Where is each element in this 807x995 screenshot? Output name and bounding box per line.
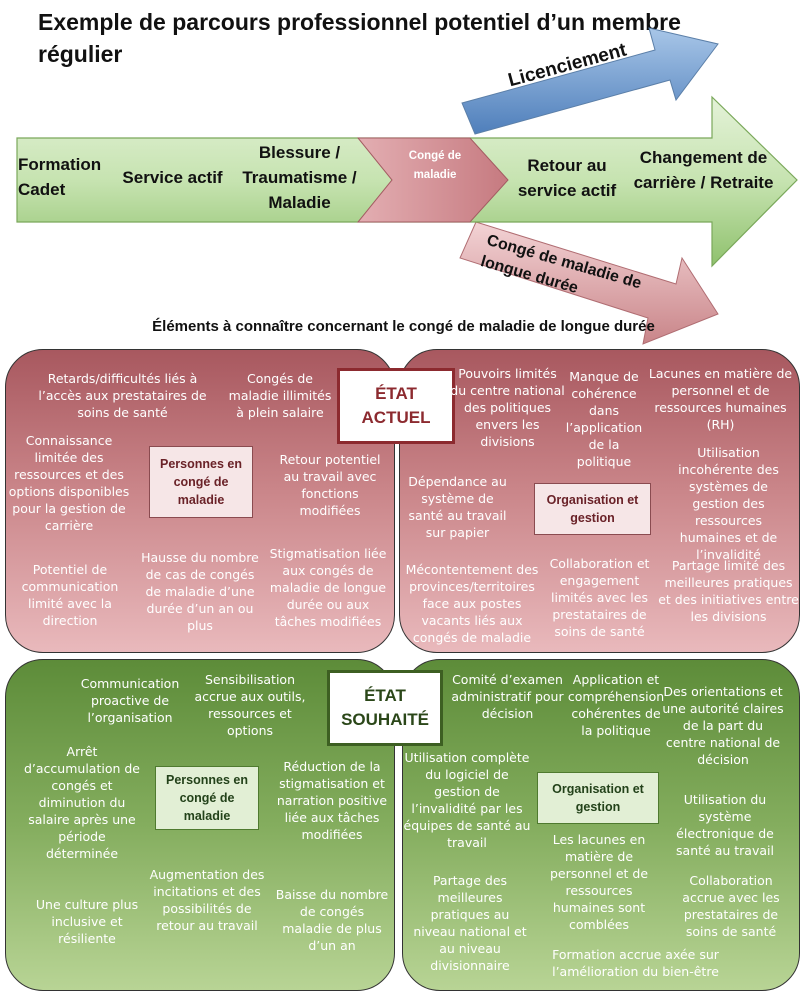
note-desired-p-6: Augmentation des incitations et des poss… — [149, 867, 265, 933]
note-desired-o-9: Formation accrue axée sur l’amélioration… — [552, 947, 719, 979]
sick-leave-chevron — [356, 137, 509, 223]
note-desired-o-5: Utilisation du système électronique de s… — [676, 792, 774, 858]
desired-org-panel — [402, 659, 800, 991]
note-current-o-1: Pouvoirs limités du centre national des … — [450, 366, 565, 449]
note-desired-o-6: Les lacunes en matière de personnel et d… — [549, 832, 649, 932]
note-current-p-3: Connaissance limitée des ressources et d… — [8, 433, 130, 533]
note-current-o-4: Utilisation incohérente des systèmes de … — [678, 445, 779, 562]
note-desired-o-7: Collaboration accrue avec les prestatair… — [682, 873, 780, 939]
note-current-o-2: Manque de cohérence dans l’application d… — [565, 369, 643, 469]
dismissal-arrow — [461, 27, 719, 135]
current-state-label: ÉTAT ACTUEL — [337, 368, 455, 444]
note-current-p-6: Hausse du nombre de cas de congés de mal… — [141, 550, 259, 633]
section-subtitle: Éléments à connaître concernant le congé… — [152, 318, 655, 335]
page-title: Exemple de parcours professionnel potent… — [38, 9, 681, 67]
note-current-o-3: Lacunes en matière de personnel et de re… — [648, 366, 793, 432]
career-path-diagram — [16, 27, 798, 345]
long-leave-arrow — [459, 221, 719, 345]
step-service: Service actif — [122, 168, 223, 187]
note-current-p-2: Congés de maladie illimités à plein sala… — [228, 371, 332, 420]
note-desired-o-3: Des orientations et une autorité claires… — [662, 684, 784, 767]
note-current-p-7: Stigmatisation liée aux congés de maladi… — [269, 546, 387, 629]
note-desired-p-2: Sensibilisation accrue aux outils, resso… — [194, 672, 306, 738]
desired-state-label: ÉTAT SOUHAITÉ — [327, 670, 443, 746]
note-current-o-8: Partage limité des meilleures pratiques … — [658, 558, 799, 624]
step-return: Retour au service actif — [517, 156, 617, 200]
note-current-o-6: Mécontentement des provinces/territoires… — [405, 562, 539, 645]
note-desired-p-7: Baisse du nombre de congés maladie de pl… — [275, 887, 389, 953]
desired-persons-box: Personnes en congé de maladie — [155, 766, 259, 830]
step-career-change: Changement de carrière / Retraite — [633, 148, 774, 192]
step-injury: Blessure / Traumatisme / Maladie — [242, 143, 357, 212]
note-current-p-1: Retards/difficultés liés à l’accès aux p… — [38, 371, 207, 420]
note-desired-p-1: Communication proactive de l’organisatio… — [80, 676, 180, 725]
note-desired-p-4: Réduction de la stigmatisation et narrat… — [276, 759, 388, 842]
note-desired-o-1: Comité d’examen administratif pour décis… — [451, 672, 564, 721]
note-current-o-5: Dépendance au système de santé au travai… — [408, 474, 507, 540]
note-desired-p-5: Une culture plus inclusive et résiliente — [35, 897, 139, 946]
step-sick-leave: Congé de maladie — [408, 150, 462, 181]
note-desired-o-2: Application et compréhension cohérentes … — [567, 672, 665, 738]
current-persons-box: Personnes en congé de maladie — [149, 446, 253, 518]
current-org-box: Organisation et gestion — [534, 483, 651, 535]
note-desired-o-8: Partage des meilleures pratiques au nive… — [413, 873, 527, 973]
desired-org-box: Organisation et gestion — [537, 772, 659, 824]
note-desired-p-3: Arrêt d’accumulation de congés et diminu… — [23, 744, 140, 861]
step-formation: Formation Cadet — [18, 155, 102, 199]
note-desired-o-4: Utilisation complète du logiciel de gest… — [403, 750, 531, 850]
note-current-o-7: Collaboration et engagement limités avec… — [549, 556, 650, 639]
note-current-p-5: Potentiel de communication limité avec l… — [21, 562, 119, 628]
note-current-p-4: Retour potentiel au travail avec fonctio… — [279, 452, 381, 518]
